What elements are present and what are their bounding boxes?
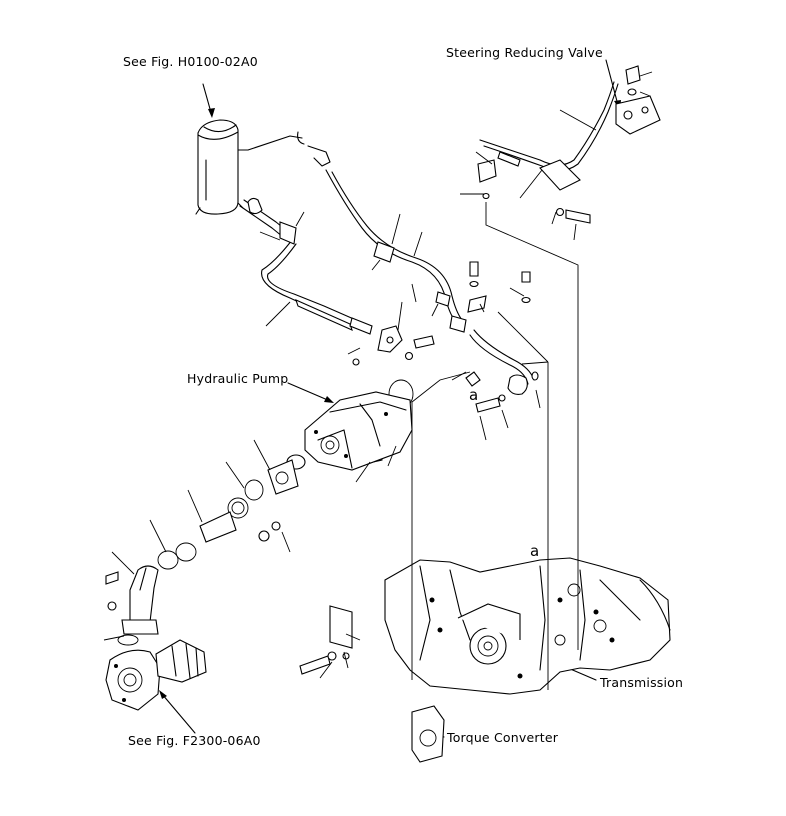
label-see-fig-bottom: See Fig. F2300-06A0 xyxy=(128,733,261,748)
transmission-housing xyxy=(329,557,671,763)
label-torque-converter: Torque Converter xyxy=(446,730,559,745)
reference-lines xyxy=(411,202,579,690)
hoses xyxy=(239,81,619,395)
callout-ticks xyxy=(103,71,653,679)
bolts-left xyxy=(105,571,350,675)
hydraulic-pump-body xyxy=(286,391,413,471)
label-hydraulic-pump: Hydraulic Pump xyxy=(187,371,288,386)
label-transmission: Transmission xyxy=(599,675,683,690)
marker-a-upper: a xyxy=(469,386,478,404)
label-steering-reducing-valve: Steering Reducing Valve xyxy=(446,45,603,60)
label-see-fig-top: See Fig. H0100-02A0 xyxy=(123,54,258,69)
marker-a-lower: a xyxy=(530,542,539,560)
suction-line xyxy=(117,459,299,646)
filter-canister xyxy=(195,119,331,215)
lower-left-assembly xyxy=(105,639,207,711)
fittings xyxy=(247,65,661,465)
